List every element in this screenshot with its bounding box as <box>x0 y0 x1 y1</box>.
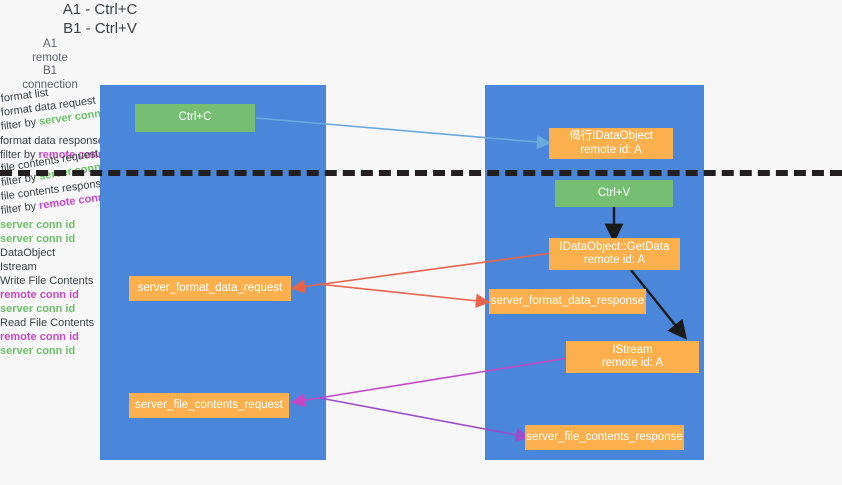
arrow-format-data-request <box>290 252 553 294</box>
right-label-server-conn-id-2-text: server conn id <box>0 233 76 245</box>
column-header-a1-name: A1 <box>42 38 58 50</box>
column-header-a1: A1 remote <box>0 38 100 65</box>
box-ctrl-v[interactable]: Ctrl+V <box>555 180 673 207</box>
box-idataobject[interactable]: 偈行IDataObject remote id: A <box>549 128 673 159</box>
right-label-istream: Istream <box>0 260 842 274</box>
left-label-remote-conn-id-1-text: remote conn id <box>0 289 79 301</box>
right-label-server-conn-id-1-text: server conn id <box>0 219 76 231</box>
right-label-dataobject: DataObject <box>0 246 842 260</box>
right-label-dataobject-text: DataObject <box>0 247 56 259</box>
box-getdata-subtitle: remote id: A <box>583 254 646 266</box>
divider-dashed-line <box>0 170 842 176</box>
left-label-remote-conn-id-2: remote conn id <box>0 330 842 344</box>
page-title: A1 - Ctrl+C B1 - Ctrl+V <box>0 0 200 38</box>
box-ctrl-c[interactable]: Ctrl+C <box>135 104 255 132</box>
box-idataobject-title: 偈行IDataObject <box>569 130 653 142</box>
box-ctrl-v-label: Ctrl+V <box>597 186 631 199</box>
box-server-format-data-response-label: server_format_data_response <box>490 294 645 307</box>
box-server-format-data-request[interactable]: server_format_data_request <box>129 276 291 301</box>
column-header-b1-subtitle: connection <box>22 78 78 91</box>
column-header-b1: B1 connection <box>0 65 100 92</box>
page-title-line2: B1 - Ctrl+V <box>63 20 137 37</box>
right-label-istream-text: Istream <box>0 261 37 273</box>
page-title-line1: A1 - Ctrl+C <box>62 1 138 18</box>
left-label-server-conn-id-1: server conn id <box>0 302 842 316</box>
box-istream-title: IStream <box>612 343 653 356</box>
left-label-remote-conn-id-1: remote conn id <box>0 288 842 302</box>
left-label-read-file-contents: Read File Contents <box>0 316 842 330</box>
box-idataobject-subtitle: remote id: A <box>580 143 642 156</box>
right-label-server-conn-id-1: server conn id <box>0 218 842 232</box>
box-server-format-data-request-label: server_format_data_request <box>137 281 283 294</box>
box-server-file-contents-response-label: server_file_contents_response <box>526 430 683 443</box>
edge-label-format-data-response: format data response <box>0 134 842 148</box>
arrow-getdata-istream <box>630 269 688 340</box>
box-istream-subtitle: remote id: A <box>601 357 664 369</box>
arrow-file-contents-response <box>319 397 531 443</box>
box-server-file-contents-request-label: server_file_contents_request <box>135 398 283 411</box>
right-label-write-file-contents: Write File Contents <box>0 274 842 288</box>
arrow-file-contents-request <box>290 357 569 408</box>
edge-label-format-data-response-text: format data response <box>0 135 104 147</box>
column-header-a1-subtitle: remote <box>32 51 68 64</box>
box-ctrl-c-label: Ctrl+C <box>178 111 212 124</box>
box-server-file-contents-response[interactable]: server_file_contents_response <box>525 425 684 450</box>
filter-by-text-2: filter by <box>0 149 36 161</box>
column-header-b1-name: B1 <box>42 65 58 77</box>
box-server-format-data-response[interactable]: server_format_data_response <box>489 289 646 314</box>
box-getdata-title: IDataObject::GetData <box>559 240 670 253</box>
right-label-server-conn-id-2: server conn id <box>0 232 842 246</box>
right-label-write-file-contents-text: Write File Contents <box>0 275 94 287</box>
left-label-server-conn-id-2: server conn id <box>0 344 842 358</box>
left-label-server-conn-id-2-text: server conn id <box>0 345 76 357</box>
arrow-format-list <box>255 117 552 150</box>
box-idataobject-getdata[interactable]: IDataObject::GetData remote id: A <box>549 238 680 270</box>
filter-value-remote-conn-id-1: remote conn id <box>38 149 118 161</box>
box-istream[interactable]: IStream remote id: A <box>566 341 699 373</box>
left-label-remote-conn-id-2-text: remote conn id <box>0 331 79 343</box>
left-label-read-file-contents-text: Read File Contents <box>0 317 95 329</box>
box-server-file-contents-request[interactable]: server_file_contents_request <box>129 393 289 418</box>
left-label-server-conn-id-1-text: server conn id <box>0 303 76 315</box>
edge-label-format-data-response-filter: filter by remote conn id <box>0 148 842 162</box>
arrow-format-data-response <box>317 283 491 308</box>
